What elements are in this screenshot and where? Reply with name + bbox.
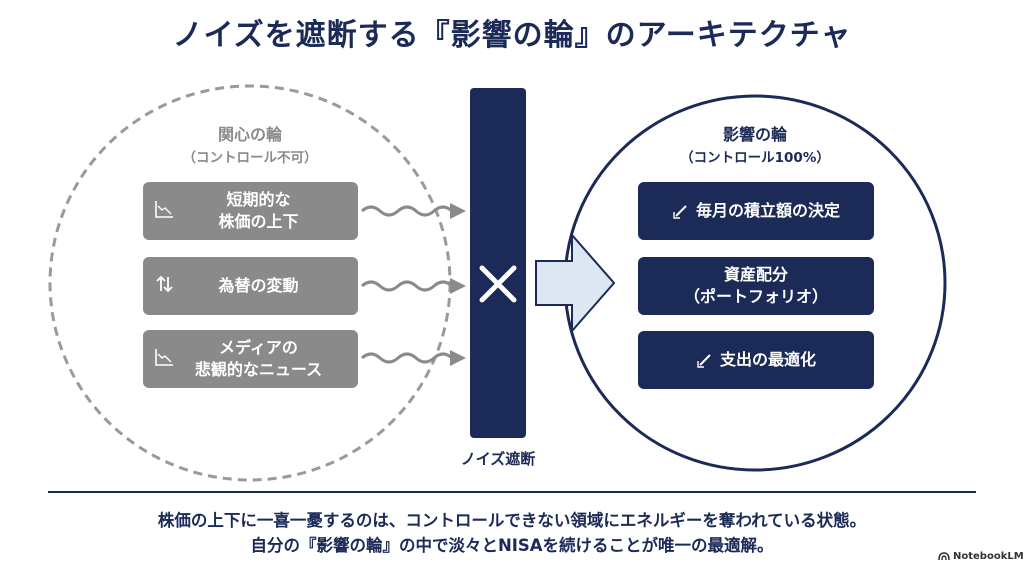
brand-label: NotebookLM [938,551,1024,562]
footer-line-2: 自分の『影響の輪』の中で淡々とNISAを続けることが唯一の最適解。 [250,536,774,555]
concern-item-media-news: メディアの 悲観的なニュース [143,330,358,388]
influence-item-spending: 支出の最適化 [638,331,874,389]
concern-item-label: 短期的な 株価の上下 [218,190,299,231]
noise-wave-arrow-3 [361,350,466,366]
influence-item-asset-allocation: 資産配分 （ポートフォリオ） [638,257,874,315]
up-down-arrows-icon [156,275,173,293]
notebooklm-logo-icon [938,552,950,561]
concern-item-stock-price: 短期的な 株価の上下 [143,182,358,240]
block-x-icon [479,265,517,303]
concern-circle-subtitle: （コントロール不可） [182,150,318,166]
concern-item-label: メディアの 悲観的なニュース [194,338,323,379]
divider [48,491,976,493]
trend-down-chart-icon [155,349,173,366]
pencil-icon [697,354,711,368]
noise-wave-arrow-2 [361,278,466,294]
trend-down-chart-icon [155,201,173,218]
concern-item-exchange-rate: 為替の変動 [143,257,358,315]
brand-text: NotebookLM [953,551,1024,562]
concern-item-label: 為替の変動 [218,276,299,295]
influence-circle-title: 影響の輪 [722,125,787,144]
influence-item-label: 資産配分 （ポートフォリオ） [683,265,828,306]
flow-arrow [535,232,616,334]
noise-barrier [470,88,526,438]
influence-item-label: 毎月の積立額の決定 [695,201,840,220]
concern-circle-title: 関心の輪 [217,125,282,144]
page-title: ノイズを遮断する『影響の輪』のアーキテクチャ [172,18,852,53]
pencil-icon [673,205,687,219]
footer-line-1: 株価の上下に一喜一憂するのは、コントロールできない領域にエネルギーを奪われている… [157,511,867,530]
influence-item-monthly-amount: 毎月の積立額の決定 [638,182,874,240]
noise-wave-arrow-1 [361,203,466,219]
noise-barrier-label: ノイズ遮断 [460,450,536,468]
influence-circle-subtitle: （コントロール100%） [680,150,830,166]
influence-item-label: 支出の最適化 [719,350,816,369]
